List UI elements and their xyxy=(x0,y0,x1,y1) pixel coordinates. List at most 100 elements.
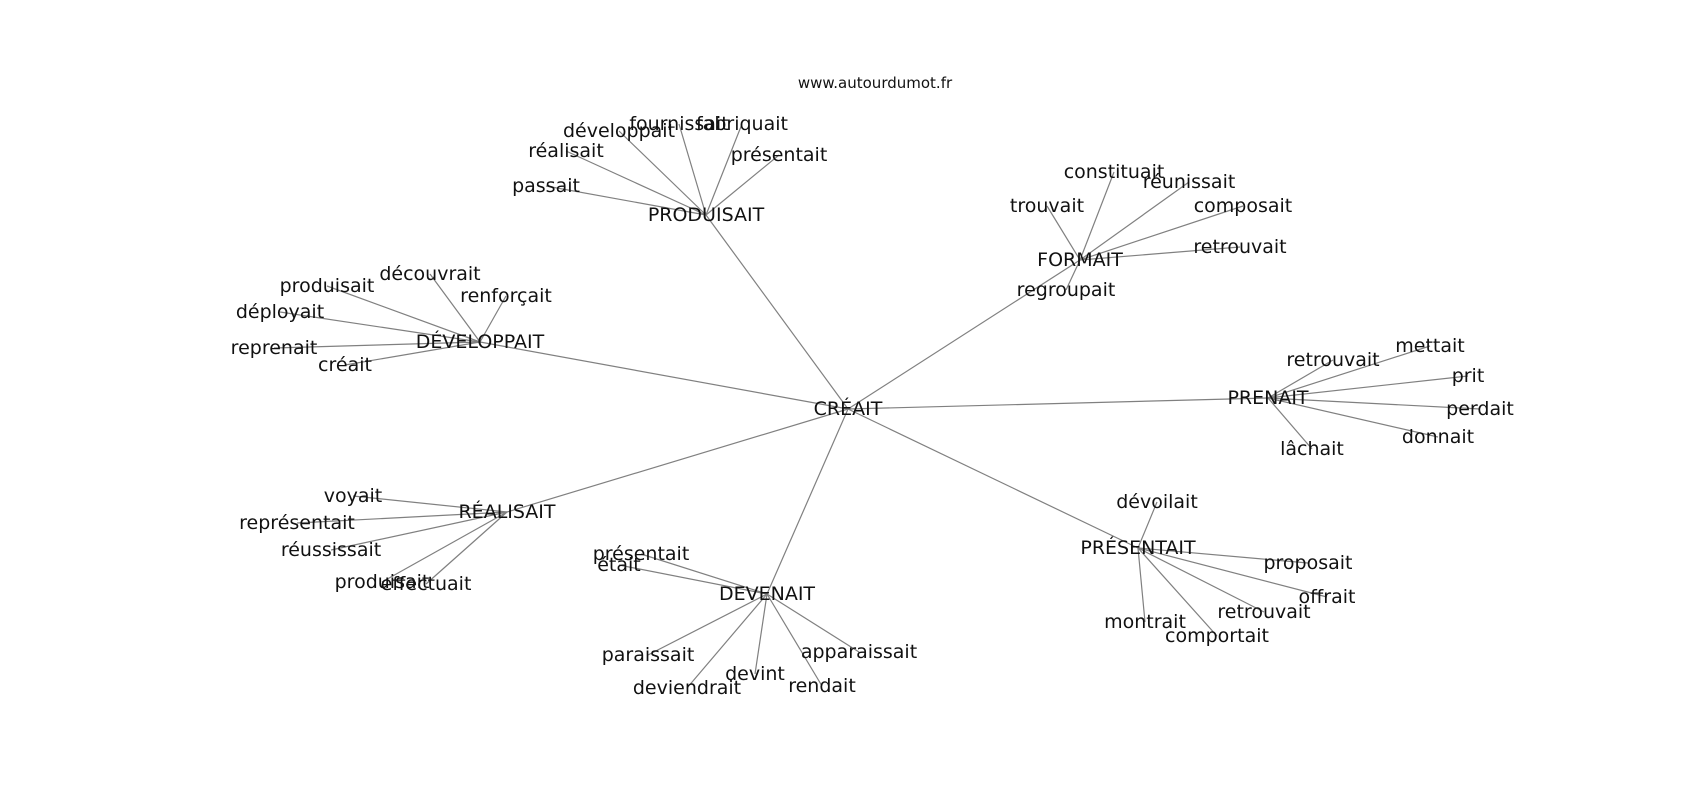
edge-presentait-leaf xyxy=(1137,547,1309,564)
edge-presentait-leaf xyxy=(1137,547,1218,637)
edge-center-prenait xyxy=(847,397,1269,410)
leaf-node: mettait xyxy=(1395,335,1464,357)
edge-prenait-leaf xyxy=(1267,359,1334,399)
edge-developpait-leaf xyxy=(344,341,481,366)
graph-labels: www.autourdumot.fr CRÉAITPRODUISAITfourn… xyxy=(231,74,1514,699)
leaf-node: retrouvait xyxy=(1286,349,1379,371)
hub-node-prenait: PRENAIT xyxy=(1227,387,1308,409)
edge-devenait-leaf xyxy=(686,593,768,689)
leaf-node: dévoilait xyxy=(1116,491,1198,513)
leaf-node: présentait xyxy=(731,144,828,166)
edge-formait-leaf xyxy=(1079,205,1244,261)
leaf-node: perdait xyxy=(1446,398,1514,420)
leaf-node: offrait xyxy=(1299,586,1356,608)
leaf-node: proposait xyxy=(1263,552,1352,574)
edge-presentait-leaf xyxy=(1137,547,1265,613)
leaf-node: prit xyxy=(1452,365,1485,387)
edge-developpait-leaf xyxy=(326,285,481,343)
leaf-node: comportait xyxy=(1165,625,1269,647)
edge-devenait-leaf xyxy=(766,593,823,687)
leaf-node: créait xyxy=(318,354,372,376)
leaf-node: développait xyxy=(563,120,675,142)
edge-center-realisait xyxy=(506,408,849,513)
edge-formait-leaf xyxy=(1079,246,1241,261)
edge-formait-leaf xyxy=(1065,259,1081,291)
leaf-node: réunissait xyxy=(1143,171,1236,193)
edge-formait-leaf xyxy=(1046,205,1081,261)
leaf-node: présentait xyxy=(593,543,690,565)
center-node-label: CRÉAIT xyxy=(814,397,883,420)
edge-realisait-leaf xyxy=(296,511,508,524)
edge-devenait-leaf xyxy=(618,564,768,595)
leaf-node: reprenait xyxy=(231,337,318,359)
edge-presentait-leaf xyxy=(1137,547,1146,623)
hub-node-realisait: RÉALISAIT xyxy=(458,500,555,523)
hub-node-presentait: PRÉSENTAIT xyxy=(1080,536,1196,559)
edge-prenait-leaf xyxy=(1267,397,1313,450)
leaf-node: découvrait xyxy=(379,263,480,285)
edge-prenait-leaf xyxy=(1267,375,1469,399)
leaf-node: produisait xyxy=(335,571,430,593)
leaf-node: passait xyxy=(512,175,580,197)
leaf-node: apparaissait xyxy=(801,641,917,663)
edge-produisait-leaf xyxy=(565,150,707,216)
leaf-node: regroupait xyxy=(1017,279,1116,301)
edge-developpait-leaf xyxy=(479,295,507,343)
hub-node-developpait: DÉVELOPPAIT xyxy=(416,330,545,353)
leaf-node: était xyxy=(597,554,641,576)
edge-presentait-leaf xyxy=(1137,547,1328,598)
edge-center-formait xyxy=(847,259,1081,410)
graph-edges xyxy=(273,123,1481,689)
leaf-node: réalisait xyxy=(528,140,604,162)
edge-produisait-leaf xyxy=(545,185,707,216)
edge-devenait-leaf xyxy=(766,593,860,653)
leaf-node: rendait xyxy=(788,675,856,697)
edge-center-developpait xyxy=(479,341,849,410)
leaf-node: paraissait xyxy=(602,644,695,666)
edge-realisait-leaf xyxy=(352,495,508,513)
leaf-node: deviendrait xyxy=(633,677,741,699)
leaf-node: montrait xyxy=(1104,611,1186,633)
edge-formait-leaf xyxy=(1079,181,1190,261)
leaf-node: retrouvait xyxy=(1217,601,1310,623)
leaf-node: représentait xyxy=(239,512,355,534)
edge-produisait-leaf xyxy=(705,123,743,216)
leaf-node: déployait xyxy=(236,301,324,323)
edge-prenait-leaf xyxy=(1267,397,1439,438)
edge-prenait-leaf xyxy=(1267,345,1431,399)
edge-realisait-leaf xyxy=(330,511,508,551)
edge-developpait-leaf xyxy=(429,273,481,343)
leaf-node: composait xyxy=(1194,195,1293,217)
hub-node-formait: FORMAIT xyxy=(1037,249,1123,271)
edge-produisait-leaf xyxy=(618,130,707,216)
edge-formait-leaf xyxy=(1079,171,1115,261)
edge-prenait-leaf xyxy=(1267,397,1481,410)
edge-center-devenait xyxy=(766,408,849,595)
edge-produisait-leaf xyxy=(678,123,707,216)
edge-developpait-leaf xyxy=(273,341,481,349)
leaf-node: produisait xyxy=(280,275,375,297)
leaf-node: retrouvait xyxy=(1193,236,1286,258)
leaf-node: voyait xyxy=(324,485,382,507)
edge-devenait-leaf xyxy=(754,593,768,675)
hub-node-devenait: DEVENAIT xyxy=(719,583,815,605)
leaf-node: fournissait xyxy=(629,113,728,135)
leaf-node: renforçait xyxy=(460,285,552,307)
edge-presentait-leaf xyxy=(1137,501,1158,549)
leaf-node: lâchait xyxy=(1280,438,1344,460)
edge-center-presentait xyxy=(847,408,1139,549)
leaf-node: trouvait xyxy=(1010,195,1084,217)
edge-devenait-leaf xyxy=(640,553,768,595)
leaf-node: fabriquait xyxy=(696,113,788,135)
edge-realisait-leaf xyxy=(425,511,508,585)
leaf-node: réussissait xyxy=(281,539,381,561)
edge-devenait-leaf xyxy=(647,593,768,656)
leaf-node: effectuait xyxy=(381,573,472,595)
leaf-node: constituait xyxy=(1064,161,1165,183)
hub-node-produisait: PRODUISAIT xyxy=(648,204,765,226)
edge-realisait-leaf xyxy=(381,511,508,583)
leaf-node: donnait xyxy=(1402,426,1474,448)
edge-center-produisait xyxy=(705,214,849,410)
edge-produisait-leaf xyxy=(705,154,780,216)
